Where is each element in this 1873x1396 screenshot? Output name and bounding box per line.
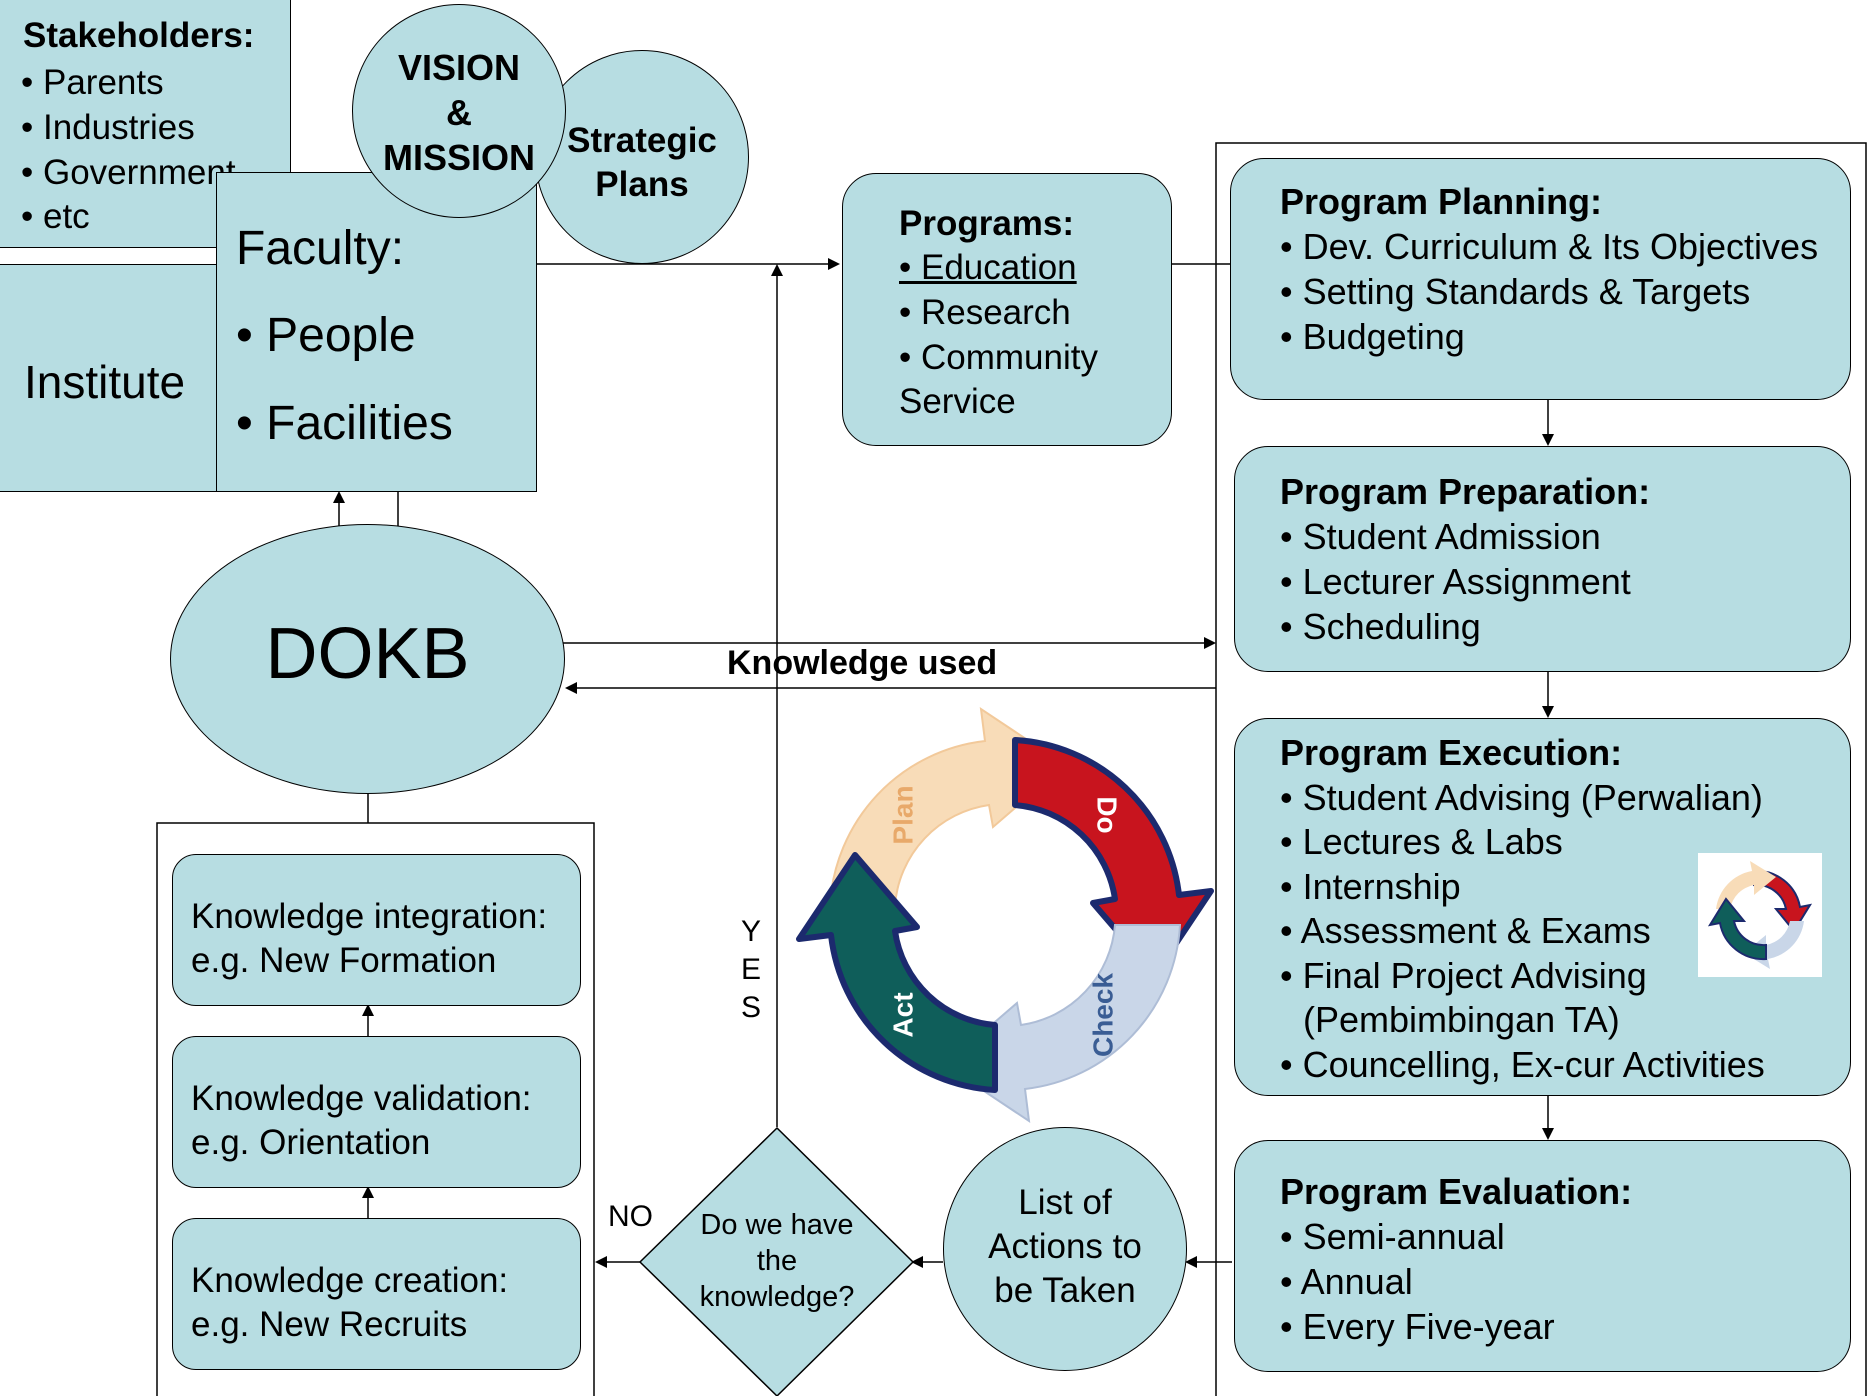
decision-line: Do we have [700, 1209, 854, 1241]
strategic-plans-circle: Strategic Plans [535, 50, 749, 264]
integration-title: Knowledge integration: [191, 897, 548, 936]
execution-item: • Student Advising (Perwalian) [1280, 776, 1763, 818]
knowledge-integration-box: Knowledge integration: e.g. New Formatio… [172, 854, 581, 1006]
pdca-plan-arrow [828, 706, 1067, 906]
pdca-check-arrow [943, 924, 1182, 1124]
pdca-plan-label: Plan [887, 785, 918, 844]
pdca-act-label: Act [887, 992, 918, 1037]
yes-letter: E [741, 953, 762, 986]
pdca-do-label: Do [1092, 796, 1123, 833]
pdca-cycle-graphic: Plan Do Check Act [796, 706, 1214, 1124]
execution-item: • Lectures & Labs [1280, 821, 1563, 862]
planning-item: • Dev. Curriculum & Its Objectives [1280, 226, 1819, 267]
faculty-item: • Facilities [236, 397, 453, 450]
dokb-ellipse: DOKB [170, 524, 565, 794]
decision-line: the [756, 1245, 798, 1277]
stakeholder-item: • Parents [21, 63, 164, 102]
execution-item: • Internship [1280, 865, 1461, 907]
vision-line: MISSION [382, 137, 535, 178]
pdca-act-arrow [796, 852, 998, 1093]
execution-item: • Assessment & Exams [1280, 910, 1651, 951]
vision-mission-circle: VISION & MISSION [352, 4, 566, 218]
vision-line: & [446, 92, 472, 133]
integration-example: e.g. New Formation [191, 941, 497, 980]
execution-item: (Pembimbingan TA) [1303, 999, 1620, 1040]
creation-title: Knowledge creation: [191, 1261, 509, 1300]
stakeholder-item: • etc [21, 197, 90, 236]
validation-title: Knowledge validation: [191, 1079, 532, 1118]
stakeholder-item: • Government [21, 153, 236, 192]
evaluation-item: • Annual [1280, 1261, 1413, 1302]
knowledge-used-label: Knowledge used [727, 644, 998, 682]
execution-item: • Final Project Advising [1280, 954, 1647, 996]
faculty-box: Faculty: • People • Facilities [216, 172, 537, 492]
yes-letter: Y [741, 915, 762, 948]
evaluation-item: • Every Five-year [1280, 1306, 1555, 1347]
execution-item: • Councelling, Ex-cur Activities [1280, 1043, 1765, 1085]
planning-item: • Setting Standards & Targets [1280, 271, 1751, 312]
institute-label: Institute [24, 356, 186, 408]
creation-example: e.g. New Recruits [191, 1305, 468, 1344]
strategic-line: Strategic [567, 121, 717, 160]
strategic-line: Plans [595, 165, 689, 204]
planning-item: • Budgeting [1280, 316, 1465, 357]
program-preparation-box: Program Preparation: • Student Admission… [1234, 446, 1851, 672]
program-item-research: • Research [899, 293, 1071, 332]
planning-title: Program Planning: [1280, 181, 1603, 222]
decision-line: knowledge? [699, 1281, 855, 1313]
knowledge-frame [156, 822, 595, 1396]
programs-title: Programs: [899, 204, 1075, 243]
knowledge-validation-box: Knowledge validation: e.g. Orientation [172, 1036, 581, 1188]
institute-box: Institute [0, 264, 232, 492]
program-planning-box: Program Planning: • Dev. Curriculum & It… [1230, 158, 1851, 400]
stakeholders-title: Stakeholders: [23, 16, 255, 55]
program-evaluation-box: Program Evaluation: • Semi-annual • Annu… [1234, 1140, 1851, 1372]
faculty-title: Faculty: [236, 222, 405, 275]
stakeholder-item: • Industries [21, 108, 195, 147]
process-frame [1215, 142, 1867, 1396]
yes-letter: S [741, 991, 762, 1024]
preparation-item: • Scheduling [1280, 606, 1481, 647]
programs-box: Programs: • Education • Research • Commu… [842, 173, 1172, 446]
actions-line: be Taken [994, 1271, 1136, 1310]
preparation-item: • Lecturer Assignment [1280, 561, 1631, 602]
program-item-community: • Community [899, 338, 1098, 377]
program-item-education: • Education [899, 248, 1077, 287]
dokb-label: DOKB [265, 614, 470, 694]
evaluation-title: Program Evaluation: [1280, 1171, 1633, 1212]
program-execution-box: Program Execution: • Student Advising (P… [1234, 718, 1851, 1096]
no-label: NO [608, 1200, 653, 1233]
execution-title: Program Execution: [1280, 732, 1623, 773]
pdca-thumbnail-icon [1698, 853, 1822, 977]
pdca-check-label: Check [1087, 973, 1118, 1057]
pdca-do-arrow [1012, 737, 1214, 978]
validation-example: e.g. Orientation [191, 1123, 431, 1162]
evaluation-item: • Semi-annual [1280, 1216, 1505, 1257]
knowledge-creation-box: Knowledge creation: e.g. New Recruits [172, 1218, 581, 1370]
faculty-item: • People [236, 309, 416, 362]
actions-line: Actions to [988, 1227, 1142, 1266]
program-item-service: Service [899, 382, 1016, 421]
actions-line: List of [1018, 1183, 1112, 1222]
preparation-title: Program Preparation: [1280, 471, 1651, 512]
actions-circle: List of Actions to be Taken [943, 1127, 1187, 1371]
vision-line: VISION [397, 47, 521, 88]
preparation-item: • Student Admission [1280, 516, 1601, 557]
